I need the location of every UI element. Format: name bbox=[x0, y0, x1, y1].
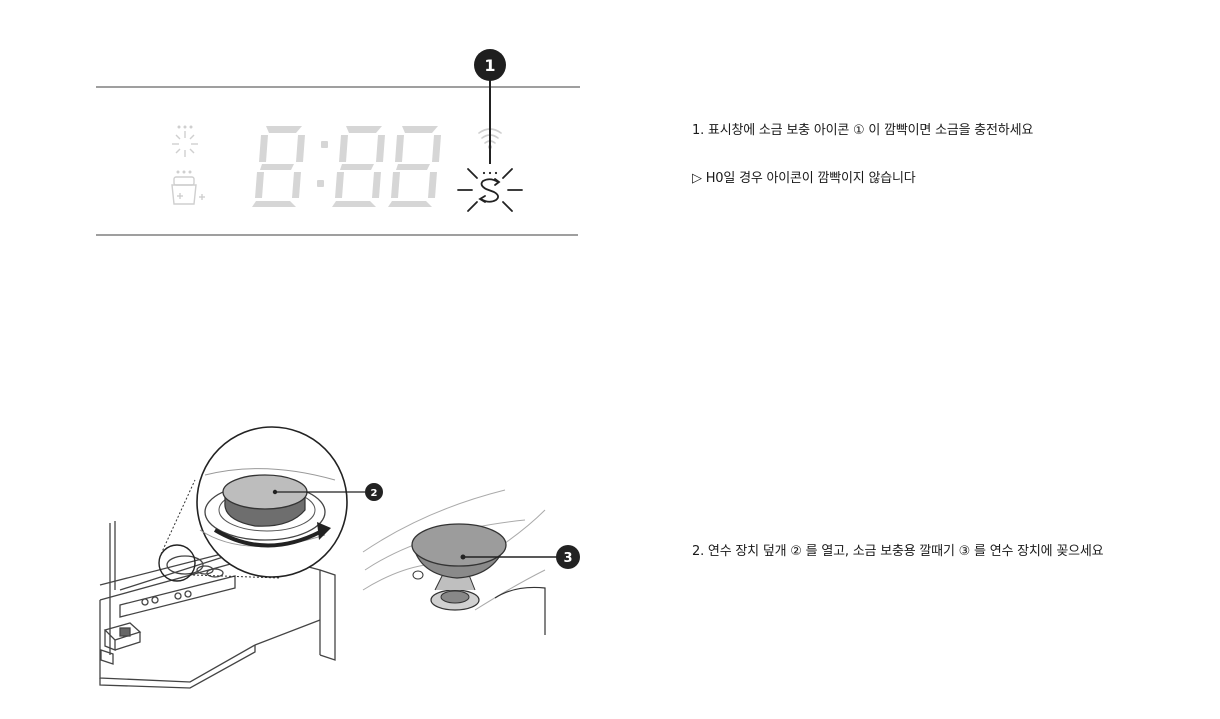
callout-1: 1 bbox=[474, 49, 506, 164]
display-colon-dot bbox=[317, 180, 324, 187]
callout-2-label: 2 bbox=[371, 488, 378, 499]
display-colon-dot bbox=[321, 141, 328, 148]
salt-funnel-detail: 3 bbox=[362, 489, 580, 635]
control-panel-illustration: 1 bbox=[96, 49, 580, 236]
salt-refill-icon bbox=[457, 168, 523, 212]
callout-1-label: 1 bbox=[484, 56, 495, 75]
display-digit bbox=[252, 126, 305, 207]
zoom-guide-line bbox=[160, 479, 196, 555]
step-1-note: ▷ H0일 경우 아이콘이 깜빡이지 않습니다 bbox=[692, 171, 916, 186]
step-2-instruction: 2. 연수 장치 덮개 ② 를 열고, 소금 보충용 깔때기 ③ 를 연수 장치… bbox=[692, 544, 1104, 559]
salt-funnel-install-illustration: 2 3 bbox=[99, 426, 580, 689]
zoom-target-ring bbox=[158, 544, 196, 582]
cap-zoom-bubble: 2 bbox=[196, 426, 383, 578]
seven-segment-display bbox=[252, 126, 441, 207]
detergent-box-icon bbox=[171, 170, 205, 205]
display-digit bbox=[332, 126, 385, 207]
step-1-instruction: 1. 표시창에 소금 보충 아이콘 ① 이 깜빡이면 소금을 충전하세요 bbox=[692, 123, 1034, 138]
callout-3-label: 3 bbox=[563, 551, 572, 566]
sparkle-icon bbox=[172, 125, 198, 157]
display-digit bbox=[388, 126, 441, 207]
